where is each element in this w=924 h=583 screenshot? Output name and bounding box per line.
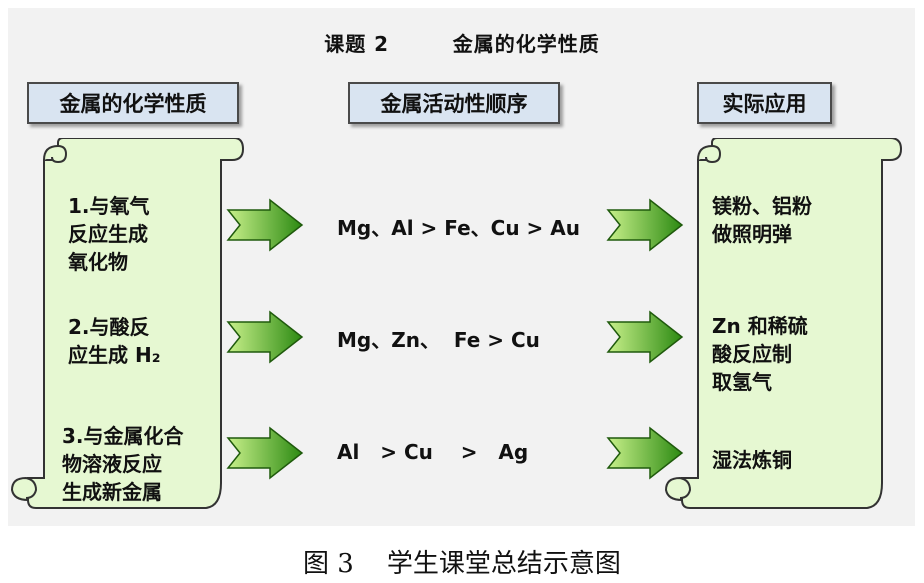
title-text: 金属的化学性质 [452, 32, 600, 56]
caption-label: 图 3 [303, 549, 354, 579]
right-item-hydrogen: Zn 和稀硫 酸反应制 取氢气 [712, 314, 808, 394]
arrow-icon [606, 310, 684, 364]
middle-item-acid-series: Mg、Zn、 Fe > Cu [337, 328, 540, 352]
caption-text: 学生课堂总结示意图 [386, 549, 621, 579]
middle-item-oxygen-series: Mg、Al > Fe、Cu > Au [337, 216, 580, 240]
right-item-flare: 镁粉、铝粉 做照明弹 [712, 194, 812, 246]
title-label: 课题 2 [324, 32, 390, 56]
figure-caption: 图 3 学生课堂总结示意图 [0, 543, 924, 580]
page-title: 课题 2 金属的化学性质 [0, 28, 924, 57]
middle-item-salt-series: Al > Cu > Ag [337, 440, 529, 464]
left-item-oxygen: 1.与氧气 反应生成 氧化物 [68, 194, 150, 274]
arrow-icon [606, 426, 684, 480]
left-item-salt-solution: 3.与金属化合 物溶液反应 生成新金属 [62, 424, 184, 504]
arrow-icon [226, 198, 304, 252]
arrow-icon [226, 426, 304, 480]
left-scroll-shape [10, 138, 245, 509]
header-activity-series: 金属活动性顺序 [348, 82, 560, 124]
arrow-icon [226, 310, 304, 364]
header-applications: 实际应用 [697, 82, 832, 124]
header-chemical-properties: 金属的化学性质 [27, 82, 239, 124]
arrow-icon [606, 198, 684, 252]
right-item-copper: 湿法炼铜 [712, 448, 792, 472]
right-scroll-shape [664, 138, 903, 509]
left-item-acid: 2.与酸反 应生成 H₂ [68, 315, 161, 367]
